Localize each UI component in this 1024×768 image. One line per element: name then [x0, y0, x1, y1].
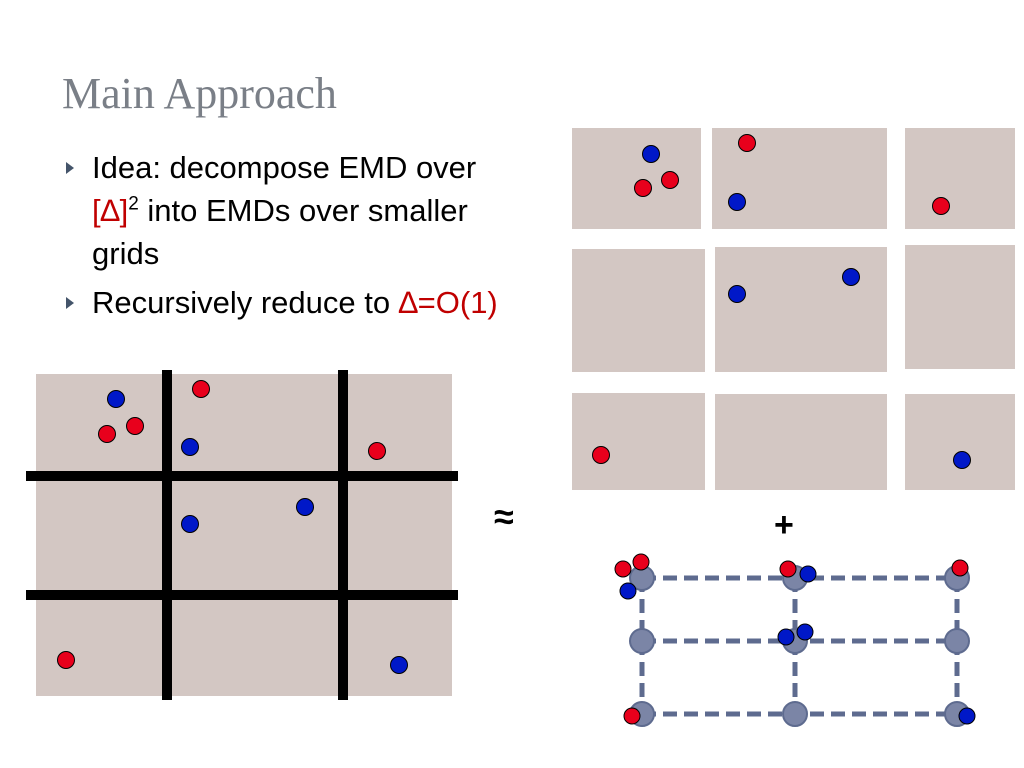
blue-point [777, 628, 795, 646]
subgrid-cell [572, 249, 705, 372]
subgrid-cell [715, 394, 887, 490]
blue-point [796, 623, 814, 641]
slide-title: Main Approach [62, 69, 337, 118]
bullet-list: Idea: decompose EMD over [∆]2 into EMDs … [62, 146, 562, 330]
subgrid-cell [905, 245, 1015, 369]
full-grid-background [36, 374, 452, 696]
blue-point [728, 193, 746, 211]
coarse-grid-graph [614, 553, 976, 727]
bullet-idea-line3: grids [92, 236, 160, 271]
red-point [57, 651, 75, 669]
red-point [368, 442, 386, 460]
red-point [623, 707, 641, 725]
subgrid-cell [905, 394, 1015, 490]
delta-brackets: [∆] [92, 193, 129, 228]
red-point [951, 559, 969, 577]
blue-point [953, 451, 971, 469]
red-point [632, 553, 650, 571]
grid-node [944, 628, 970, 654]
subgrids [572, 128, 1015, 490]
bullet-recursive: Recursively reduce to ∆=O(1) [62, 281, 562, 324]
red-point [932, 197, 950, 215]
red-point [634, 179, 652, 197]
full-grid [26, 370, 458, 700]
red-point [592, 446, 610, 464]
blue-point [390, 656, 408, 674]
red-point [614, 560, 632, 578]
triangle-bullet-icon [66, 162, 74, 174]
subgrid-cell [572, 393, 705, 490]
red-point [192, 380, 210, 398]
red-point [779, 560, 797, 578]
grid-node [782, 701, 808, 727]
subgrid-cell [572, 128, 701, 229]
subgrid-cell [715, 247, 887, 372]
blue-point [181, 438, 199, 456]
bullet-recursive-text: Recursively reduce to [92, 285, 399, 320]
approx-symbol: ≈ [494, 496, 514, 537]
red-point [98, 425, 116, 443]
subgrid-cell [905, 128, 1015, 229]
delta-formula: ∆=O(1) [398, 285, 498, 320]
delta-exponent: 2 [128, 193, 139, 215]
bullet-idea-line2: into EMDs over smaller [138, 193, 468, 228]
blue-point [842, 268, 860, 286]
blue-point [619, 582, 637, 600]
bullet-idea-line1: Idea: decompose EMD over [92, 150, 477, 185]
grid-node [629, 628, 655, 654]
blue-point [181, 515, 199, 533]
red-point [661, 171, 679, 189]
blue-point [107, 390, 125, 408]
blue-point [958, 707, 976, 725]
red-point [126, 417, 144, 435]
plus-symbol: + [774, 506, 794, 544]
blue-point [799, 565, 817, 583]
bullet-idea: Idea: decompose EMD over [∆]2 into EMDs … [62, 146, 562, 275]
red-point [738, 134, 756, 152]
blue-point [296, 498, 314, 516]
triangle-bullet-icon [66, 297, 74, 309]
blue-point [642, 145, 660, 163]
blue-point [728, 285, 746, 303]
